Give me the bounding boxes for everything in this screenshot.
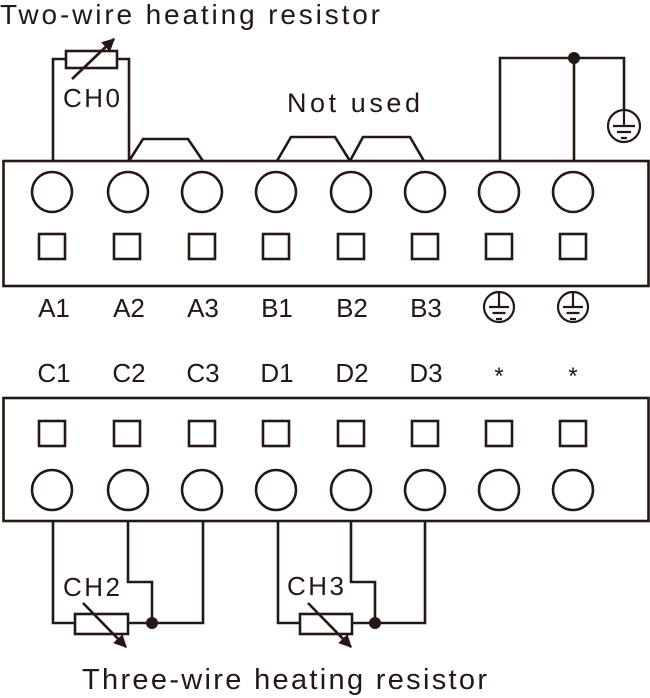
terminal-label-d2: D2 [335,358,368,388]
terminal-label-d3: D3 [409,358,442,388]
terminal-slot-ground-2 [558,232,588,261]
terminal-slot-b1 [261,232,291,261]
ch3-wire-d1 [276,521,300,625]
terminal-screw-c3 [180,468,224,512]
variable-resistor-arrow-icon [307,602,352,648]
bottom-title: Three-wire heating resistor [82,664,487,696]
terminal-slot-c2 [112,419,142,448]
terminal-screw-b3 [403,170,447,214]
ch0-wire-a1 [51,57,66,161]
terminal-screw-a1 [30,170,74,214]
ch3-three-wire-circuit: CH3 [276,521,427,648]
terminal-label-a3: A3 [187,293,219,323]
terminal-screw-a3 [180,170,224,214]
terminal-screw-b2 [329,170,373,214]
terminal-label-b2: B2 [336,293,368,323]
ch3-resistor [298,612,354,636]
ground-icon [606,108,642,144]
terminal-slot-c3 [187,419,217,448]
ch3-wire-d3 [352,521,427,625]
top-block-housing [2,159,650,288]
terminal-screw-unused-2 [551,468,595,512]
jumper-a2-a3 [127,137,205,162]
terminal-screw-unused-1 [477,468,521,512]
terminal-slot-d2 [336,419,366,448]
junction-dot [369,617,381,629]
terminal-screw-d3 [403,468,447,512]
terminal-label-b1: B1 [261,293,293,323]
terminal-screw-d2 [329,468,373,512]
terminal-slot-a3 [187,232,217,261]
top-terminal-block [2,159,650,288]
terminal-screw-b1 [254,170,298,214]
variable-resistor-arrow-icon [82,602,127,648]
terminal-label-b3: B3 [410,293,442,323]
terminal-label-c1: C1 [37,358,70,388]
terminal-slot-a2 [112,232,142,261]
terminal-screw-ground-1 [477,170,521,214]
jumper-b1-b2 [275,135,352,162]
bottom-terminal-block [2,396,650,523]
terminal-slot-unused-2 [558,419,588,448]
terminal-screw-c1 [30,468,74,512]
ch2-three-wire-circuit: CH2 [51,521,205,648]
junction-dot [146,617,158,629]
junction-dot [568,52,580,64]
ch2-wire-c3 [128,521,205,625]
terminal-label-d1: D1 [260,358,293,388]
ground-wiring [498,52,642,161]
ch3-label: CH3 [287,571,344,601]
terminal-slot-a1 [37,232,67,261]
terminal-label-unused-2: * [568,363,577,390]
terminal-label-unused-1: * [494,363,503,390]
jumper-b2-b3 [348,135,426,162]
ch0-two-wire-circuit: CH0 [51,38,131,161]
terminal-screw-a2 [106,170,150,214]
terminal-slot-d3 [410,419,440,448]
ch2-resistor [73,612,130,636]
top-title: Two-wire heating resistor [0,0,380,30]
terminal-label-c3: C3 [186,358,219,388]
terminal-label-c2: C2 [112,358,145,388]
terminal-label-a1: A1 [38,293,70,323]
ground-wire [498,56,626,161]
terminal-screw-d1 [254,468,298,512]
terminal-slot-unused-1 [484,419,514,448]
ch3-wire-d2 [349,521,377,623]
terminal-slot-ground-1 [484,232,514,261]
ch2-wire-c1 [51,521,75,625]
ground-icon [482,290,516,324]
ch2-wire-c2 [126,521,154,623]
terminal-screw-ground-2 [551,170,595,214]
ground-icon [556,290,590,324]
terminal-slot-b2 [336,232,366,261]
ch0-label: CH0 [63,83,120,113]
bottom-block-housing [2,396,650,523]
ch0-wire-a2 [117,57,131,161]
terminal-slot-b3 [410,232,440,261]
terminal-slot-d1 [261,419,291,448]
ch2-label: CH2 [63,572,120,602]
terminal-slot-c1 [37,419,67,448]
terminal-screw-c2 [106,468,150,512]
variable-resistor-arrow-icon [71,38,115,80]
terminal-label-a2: A2 [113,293,145,323]
not-used-label: Not used [287,88,420,118]
